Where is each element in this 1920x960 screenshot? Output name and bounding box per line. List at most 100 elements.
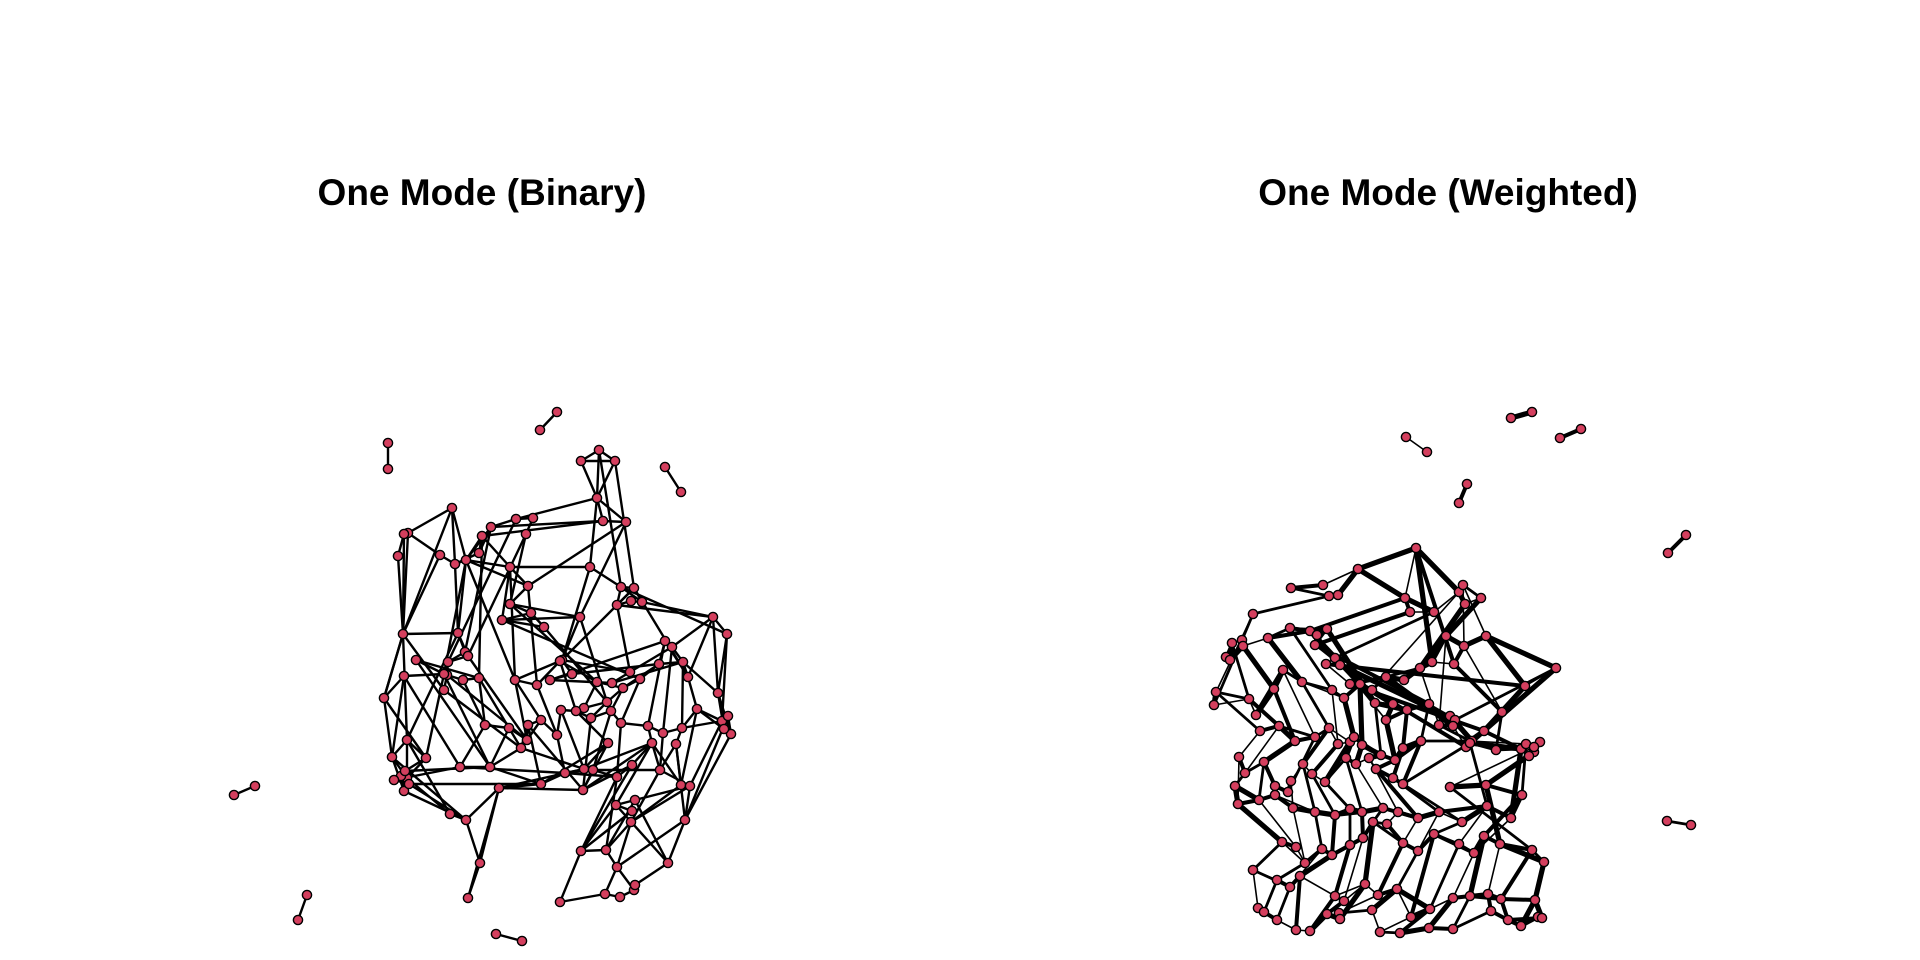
binary-edge — [560, 565, 592, 662]
binary-node — [473, 547, 485, 559]
weighted-node — [1226, 637, 1238, 649]
weighted-node — [1334, 659, 1346, 671]
weighted-edge — [1333, 843, 1352, 898]
binary-edge — [679, 707, 699, 787]
binary-edge — [579, 803, 618, 853]
weighted-edge — [1262, 878, 1279, 914]
weighted-node — [1550, 662, 1562, 674]
binary-node — [442, 656, 454, 668]
weighted-node — [1680, 529, 1692, 541]
binary-edge — [581, 716, 593, 792]
binary-node — [722, 710, 734, 722]
binary-edge — [582, 741, 610, 771]
weighted-edge — [1373, 701, 1383, 757]
binary-edge — [560, 586, 636, 662]
weighted-node — [1243, 693, 1255, 705]
binary-edge — [666, 818, 687, 865]
weighted-node — [1423, 922, 1435, 934]
binary-node — [597, 515, 609, 527]
binary-edge — [646, 639, 667, 728]
binary-node — [452, 627, 464, 639]
weighted-node — [1495, 893, 1507, 905]
weighted-node — [1316, 843, 1328, 855]
binary-node — [624, 666, 636, 678]
weighted-node — [1354, 678, 1366, 690]
binary-node — [522, 719, 534, 731]
binary-edge — [581, 741, 654, 792]
weighted-node — [1273, 720, 1285, 732]
weighted-node — [1457, 579, 1469, 591]
weighted-node — [1387, 698, 1399, 710]
weighted-node — [1447, 720, 1459, 732]
weighted-node — [1357, 832, 1369, 844]
weighted-node — [1412, 812, 1424, 824]
weighted-edge — [1379, 916, 1412, 933]
weighted-edge — [1428, 842, 1461, 911]
weighted-node — [1412, 845, 1424, 857]
binary-edge — [401, 631, 460, 636]
binary-node — [606, 677, 618, 689]
panel-title-binary: One Mode (Binary) — [317, 172, 647, 213]
weighted-edge — [1482, 729, 1523, 751]
weighted-edge — [1483, 782, 1503, 847]
binary-node — [615, 717, 627, 729]
binary-node — [521, 734, 533, 746]
binary-node — [626, 759, 638, 771]
binary-network — [228, 406, 737, 947]
weighted-edge — [1344, 756, 1364, 814]
weighted-node — [1398, 674, 1410, 686]
weighted-node — [1367, 816, 1379, 828]
weighted-edge — [1331, 689, 1339, 745]
weighted-node — [1287, 802, 1299, 814]
binary-node — [662, 857, 674, 869]
weighted-node — [1224, 654, 1236, 666]
binary-node — [614, 891, 626, 903]
binary-node — [446, 502, 458, 514]
weighted-node — [1375, 749, 1387, 761]
binary-node — [587, 764, 599, 776]
weighted-edge — [1402, 595, 1437, 615]
binary-edge — [488, 726, 511, 769]
weighted-edge — [1214, 690, 1251, 701]
weighted-node — [1329, 809, 1341, 821]
weighted-node — [1296, 676, 1308, 688]
weighted-node — [1317, 579, 1329, 591]
binary-edge — [382, 696, 428, 760]
weighted-node — [1554, 432, 1566, 444]
binary-edge — [464, 786, 501, 822]
weighted-node — [1239, 767, 1251, 779]
binary-node — [479, 719, 491, 731]
weighted-edge — [1322, 568, 1359, 586]
binary-node — [398, 785, 410, 797]
weighted-node — [1661, 815, 1673, 827]
weighted-node — [1269, 789, 1281, 801]
weighted-edge — [1288, 626, 1334, 692]
weighted-node — [1282, 786, 1294, 798]
weighted-node — [1363, 752, 1375, 764]
binary-node — [516, 935, 528, 947]
binary-node — [434, 549, 446, 561]
binary-node — [249, 780, 261, 792]
weighted-node — [1421, 446, 1433, 458]
binary-edge — [680, 660, 685, 730]
binary-edge — [558, 892, 607, 904]
weighted-node — [1309, 806, 1321, 818]
binary-edge — [519, 746, 586, 771]
binary-edge — [477, 676, 487, 727]
binary-edge — [661, 645, 674, 735]
binary-edge — [526, 723, 585, 792]
binary-edge — [508, 602, 582, 619]
binary-edge — [558, 659, 578, 713]
binary-edge — [615, 721, 623, 779]
weighted-edge — [1213, 698, 1250, 706]
binary-node — [657, 727, 669, 739]
weighted-node — [1374, 926, 1386, 938]
weighted-edge — [1292, 807, 1306, 864]
binary-node — [725, 728, 737, 740]
binary-edge — [407, 782, 468, 822]
binary-node — [707, 611, 719, 623]
binary-edge — [401, 532, 406, 636]
weighted-node — [1366, 684, 1378, 696]
binary-edge — [401, 632, 409, 742]
binary-node — [551, 406, 563, 418]
